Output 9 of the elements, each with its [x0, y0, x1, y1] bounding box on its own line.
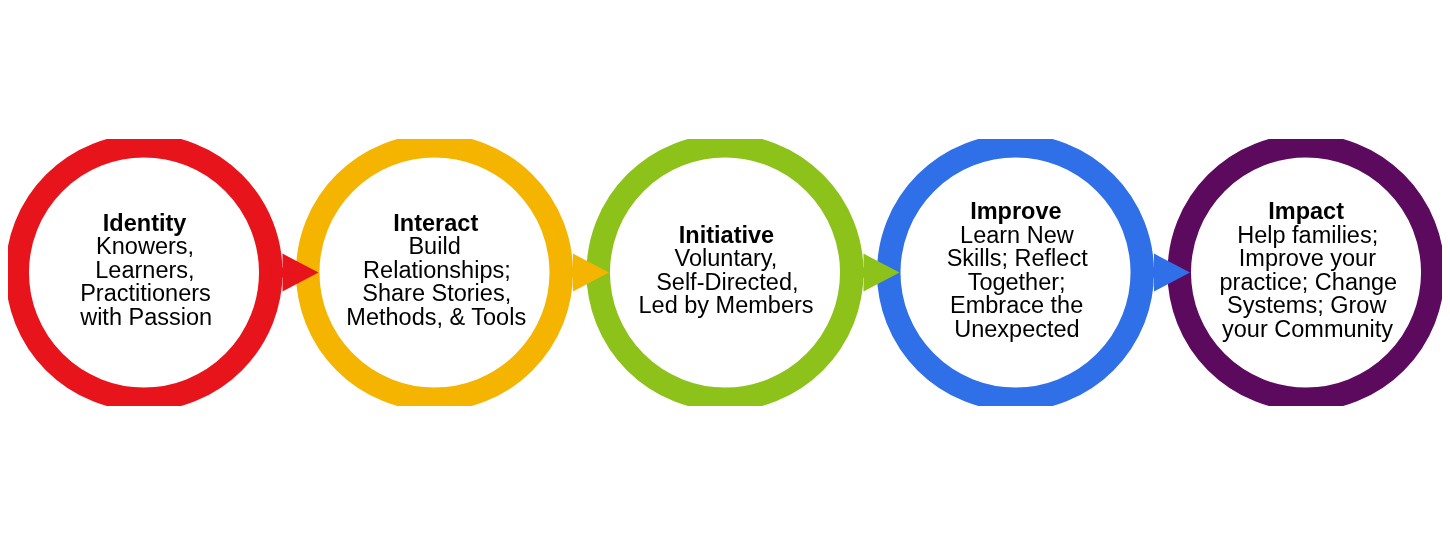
node-circle: Improve Learn New Skills; Reflect Together; Embrace the Unexpected: [876, 138, 1155, 406]
node-circle: Interact Build Relationships; Share Stories, Methods, & Tools: [295, 138, 574, 406]
arrow: [282, 253, 319, 291]
arrow: [1154, 253, 1191, 291]
arrow: [573, 253, 610, 291]
arrow: [863, 253, 900, 291]
node-circle: Impact Help families; Improve your practice; Change Systems; Grow your Community: [1167, 138, 1442, 406]
node-circle: Initiative Voluntary, Self-Directed, Led by Members: [586, 138, 864, 406]
node-circle: Identity Knowers, Learners, Practitioners with Passion: [8, 138, 283, 406]
